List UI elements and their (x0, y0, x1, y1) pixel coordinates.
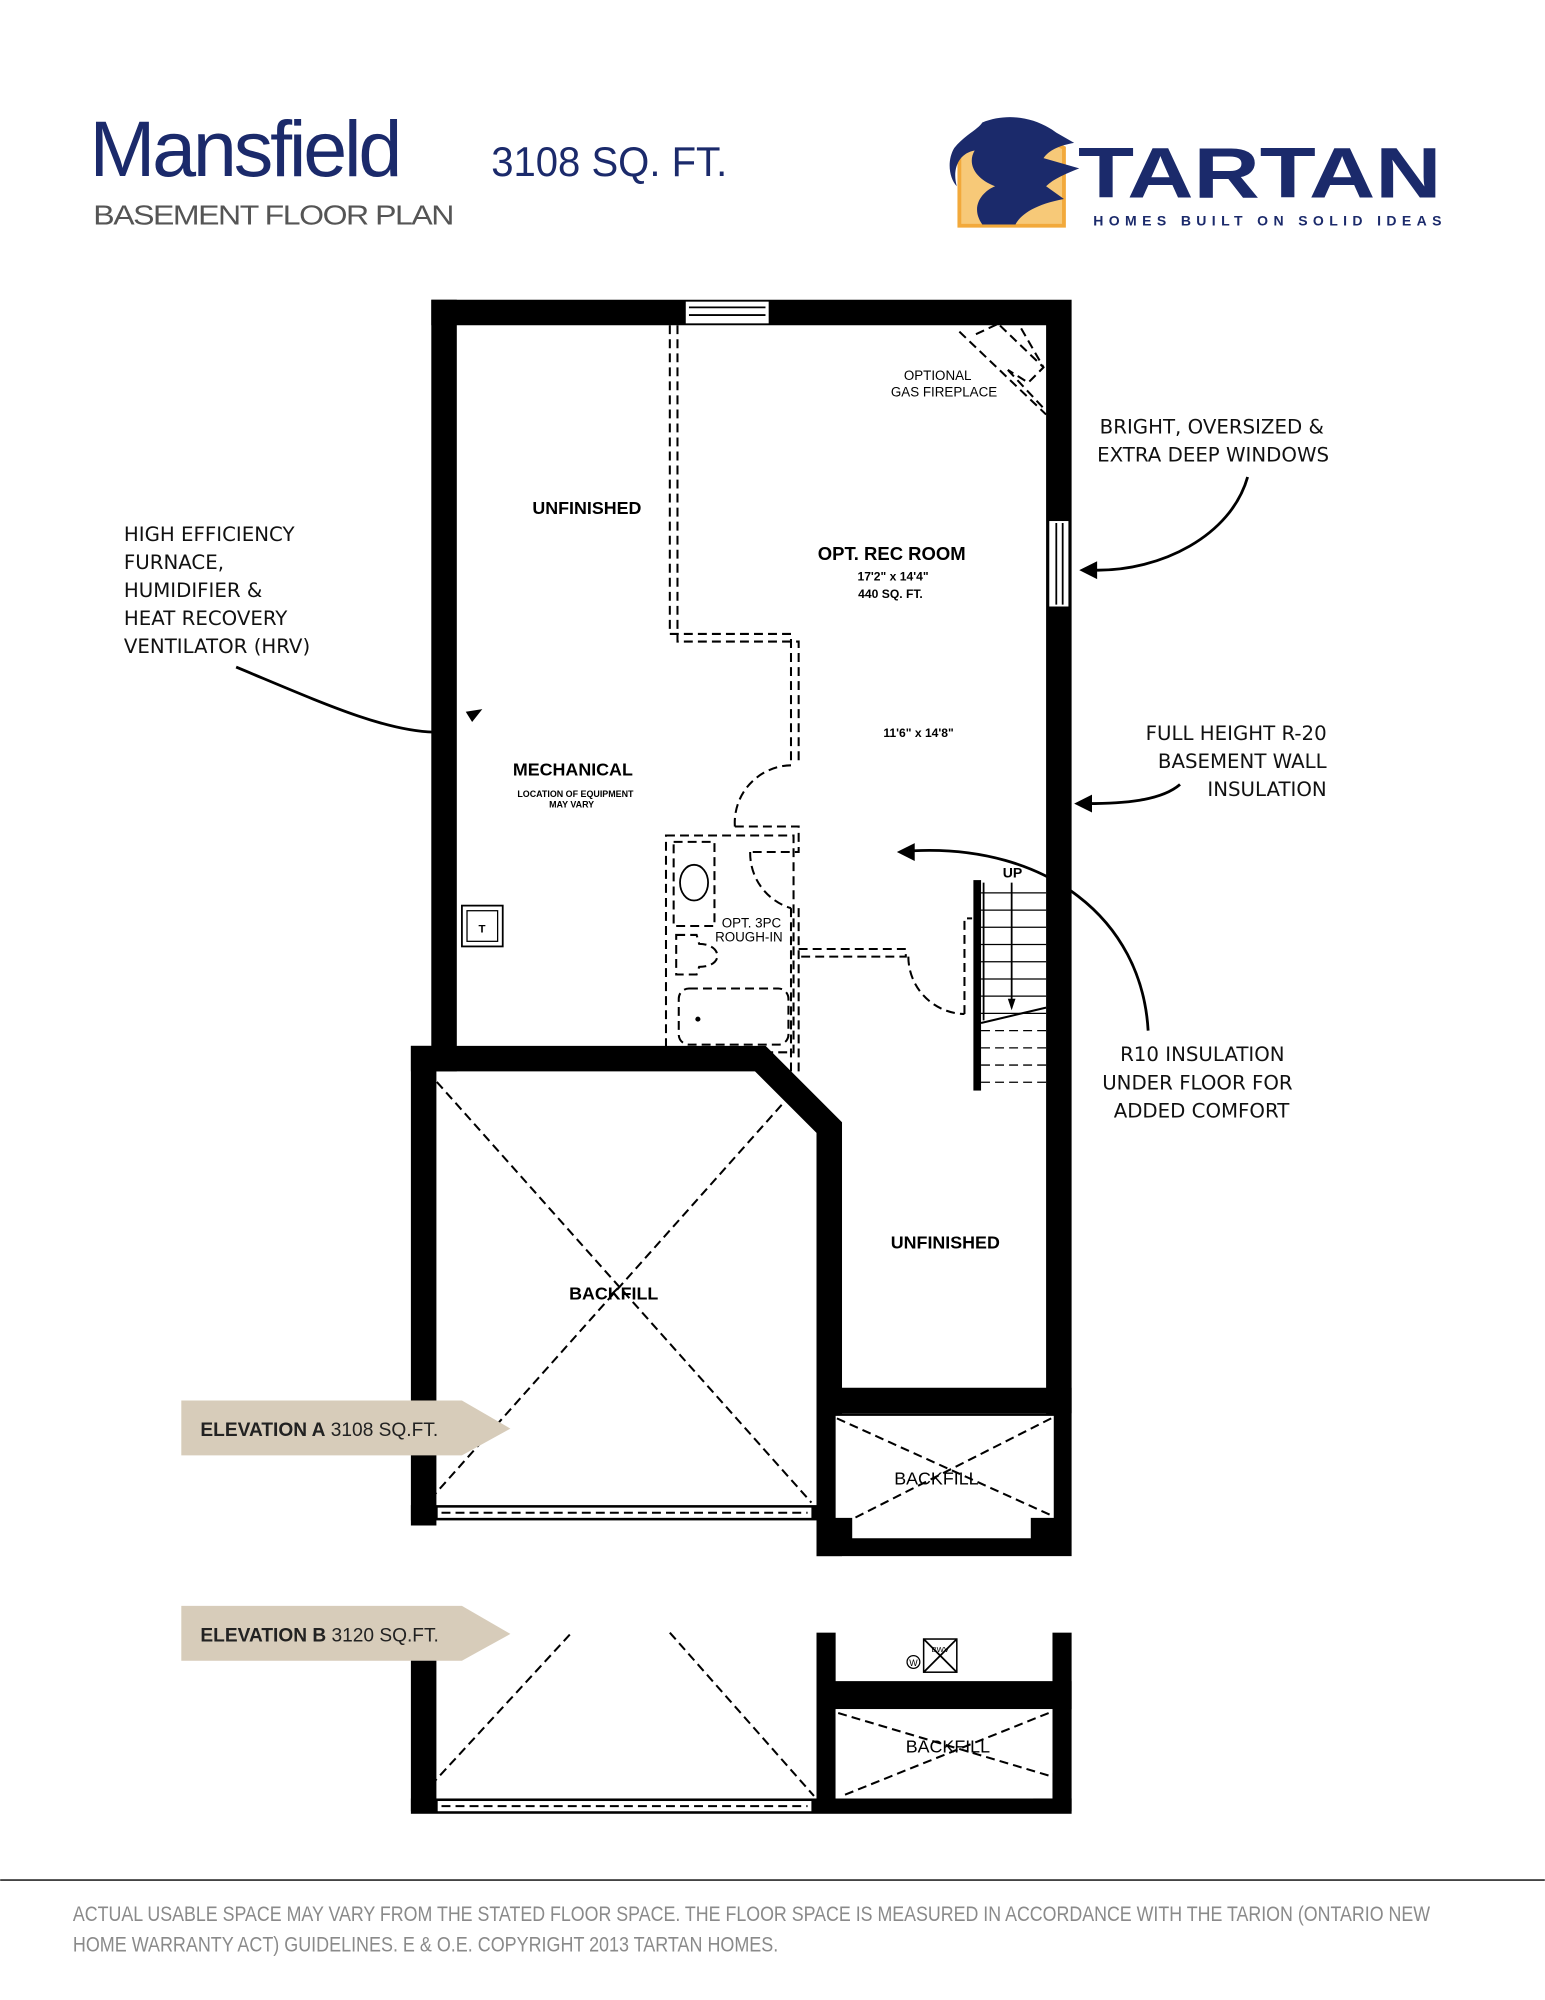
mechanical-note-1: LOCATION OF EQUIPMENT (517, 789, 634, 799)
tartan-logo: TARTAN HOMES BUILT ON SOLID IDEAS (949, 117, 1442, 229)
footer: ACTUAL USABLE SPACE MAY VARY FROM THE ST… (0, 1879, 1545, 1957)
arrow-icon (896, 843, 915, 861)
tank-label: T (478, 923, 485, 935)
annotation-line: HEAT RECOVERY (124, 607, 288, 630)
rec-room-label: OPT. REC ROOM (818, 543, 966, 564)
annotation-line: UNDER FLOOR FOR (1102, 1071, 1293, 1094)
water-tank: T (461, 904, 504, 948)
disclaimer-line-1: ACTUAL USABLE SPACE MAY VARY FROM THE ST… (73, 1901, 1431, 1926)
logo-brand: TARTAN (1078, 134, 1442, 214)
elevation-b-plan: BACKFILL BWV W (410, 1631, 1072, 1814)
annotation-line: INSULATION (1207, 778, 1326, 801)
annotation-line: FURNACE, (124, 551, 224, 574)
staircase: UP (973, 865, 1047, 1091)
annotation-line: HUMIDIFIER & (124, 579, 262, 602)
mechanical-label: MECHANICAL (513, 760, 633, 780)
floor-insulation-annotation: R10 INSULATION UNDER FLOOR FOR ADDED COM… (896, 843, 1293, 1122)
window (684, 300, 770, 325)
svg-text:ELEVATION B 3120 SQ.FT.: ELEVATION B 3120 SQ.FT. (200, 1626, 438, 1647)
annotation-line: BRIGHT, OVERSIZED & (1100, 416, 1324, 439)
svg-text:ELEVATION A 3108 SQ.FT.: ELEVATION A 3108 SQ.FT. (200, 1420, 438, 1441)
annotation-line: BASEMENT WALL (1158, 750, 1327, 773)
wall-insulation-annotation: FULL HEIGHT R-20 BASEMENT WALL INSULATIO… (1074, 722, 1327, 813)
arrow-icon (1074, 794, 1093, 813)
elevation-a-name: ELEVATION A (200, 1420, 325, 1441)
disclaimer-line-2: HOME WARRANTY ACT) GUIDELINES. E & O.E. … (73, 1932, 778, 1957)
water-meter-label: W (909, 1658, 918, 1668)
arrow-icon (235, 665, 434, 734)
stairs-up-label: UP (1003, 865, 1022, 881)
header: Mansfield 3108 SQ. FT. BASEMENT FLOOR PL… (89, 104, 727, 230)
logo-tagline: HOMES BUILT ON SOLID IDEAS (1093, 213, 1441, 229)
annotation-line: VENTILATOR (HRV) (124, 635, 310, 658)
unfinished-top-label: UNFINISHED (532, 498, 641, 518)
bath-label-2: ROUGH-IN (715, 929, 783, 944)
backfill-main-label: BACKFILL (569, 1284, 658, 1304)
elevation-b-area: 3120 SQ.FT. (331, 1626, 438, 1647)
backwater-valve-icon: BWV (922, 1638, 958, 1673)
annotation-line: ADDED COMFORT (1114, 1099, 1291, 1122)
fireplace-label-2: GAS FIREPLACE (891, 385, 997, 400)
annotations: HIGH EFFICIENCY FURNACE, HUMIDIFIER & HE… (124, 416, 1329, 1123)
walls (410, 299, 1072, 1557)
rec-room-area: 440 SQ. FT. (858, 587, 923, 601)
bwv-label: BWV (932, 1645, 950, 1654)
elevation-a-area: 3108 SQ.FT. (331, 1420, 438, 1441)
unfinished-bottom-label: UNFINISHED (891, 1233, 1000, 1253)
elevation-a-tag: ELEVATION A 3108 SQ.FT. (181, 1400, 511, 1456)
annotation-line: HIGH EFFICIENCY (124, 523, 296, 546)
partitions: W (664, 305, 1047, 1072)
backfill-b-label: BACKFILL (906, 1737, 990, 1757)
furnace-annotation: HIGH EFFICIENCY FURNACE, HUMIDIFIER & HE… (124, 523, 483, 734)
fireplace-label-1: OPTIONAL (904, 368, 972, 383)
arrow-icon (1079, 561, 1098, 580)
backfill-a-label: BACKFILL (894, 1469, 978, 1489)
square-feet: 3108 SQ. FT. (491, 138, 727, 185)
windows-annotation: BRIGHT, OVERSIZED & EXTRA DEEP WINDOWS (1079, 416, 1329, 580)
window (1048, 519, 1070, 608)
arrow-icon (1086, 783, 1181, 805)
bath-label-1: OPT. 3PC (722, 915, 782, 930)
annotation-line: R10 INSULATION (1120, 1043, 1285, 1066)
arrow-icon (1094, 476, 1249, 572)
annotation-line: EXTRA DEEP WINDOWS (1097, 444, 1329, 467)
elevation-b-tag: ELEVATION B 3120 SQ.FT. (181, 1605, 511, 1661)
room-labels: UNFINISHED OPT. REC ROOM 17'2" x 14'4" 4… (513, 368, 1000, 1489)
rec-room-dims: 17'2" x 14'4" (857, 569, 928, 583)
arrow-icon (465, 709, 483, 722)
water-meter-icon: W (906, 1654, 921, 1670)
model-name: Mansfield (89, 104, 399, 193)
elevation-b-name: ELEVATION B (200, 1626, 326, 1647)
arrow-icon (913, 849, 1150, 1031)
lion-crest-icon (949, 117, 1080, 228)
plan-title: BASEMENT FLOOR PLAN (93, 199, 453, 230)
mechanical-note-2: MAY VARY (549, 799, 594, 809)
annotation-line: FULL HEIGHT R-20 (1146, 722, 1327, 745)
alt-dims-label: 11'6" x 14'8" (883, 726, 953, 740)
